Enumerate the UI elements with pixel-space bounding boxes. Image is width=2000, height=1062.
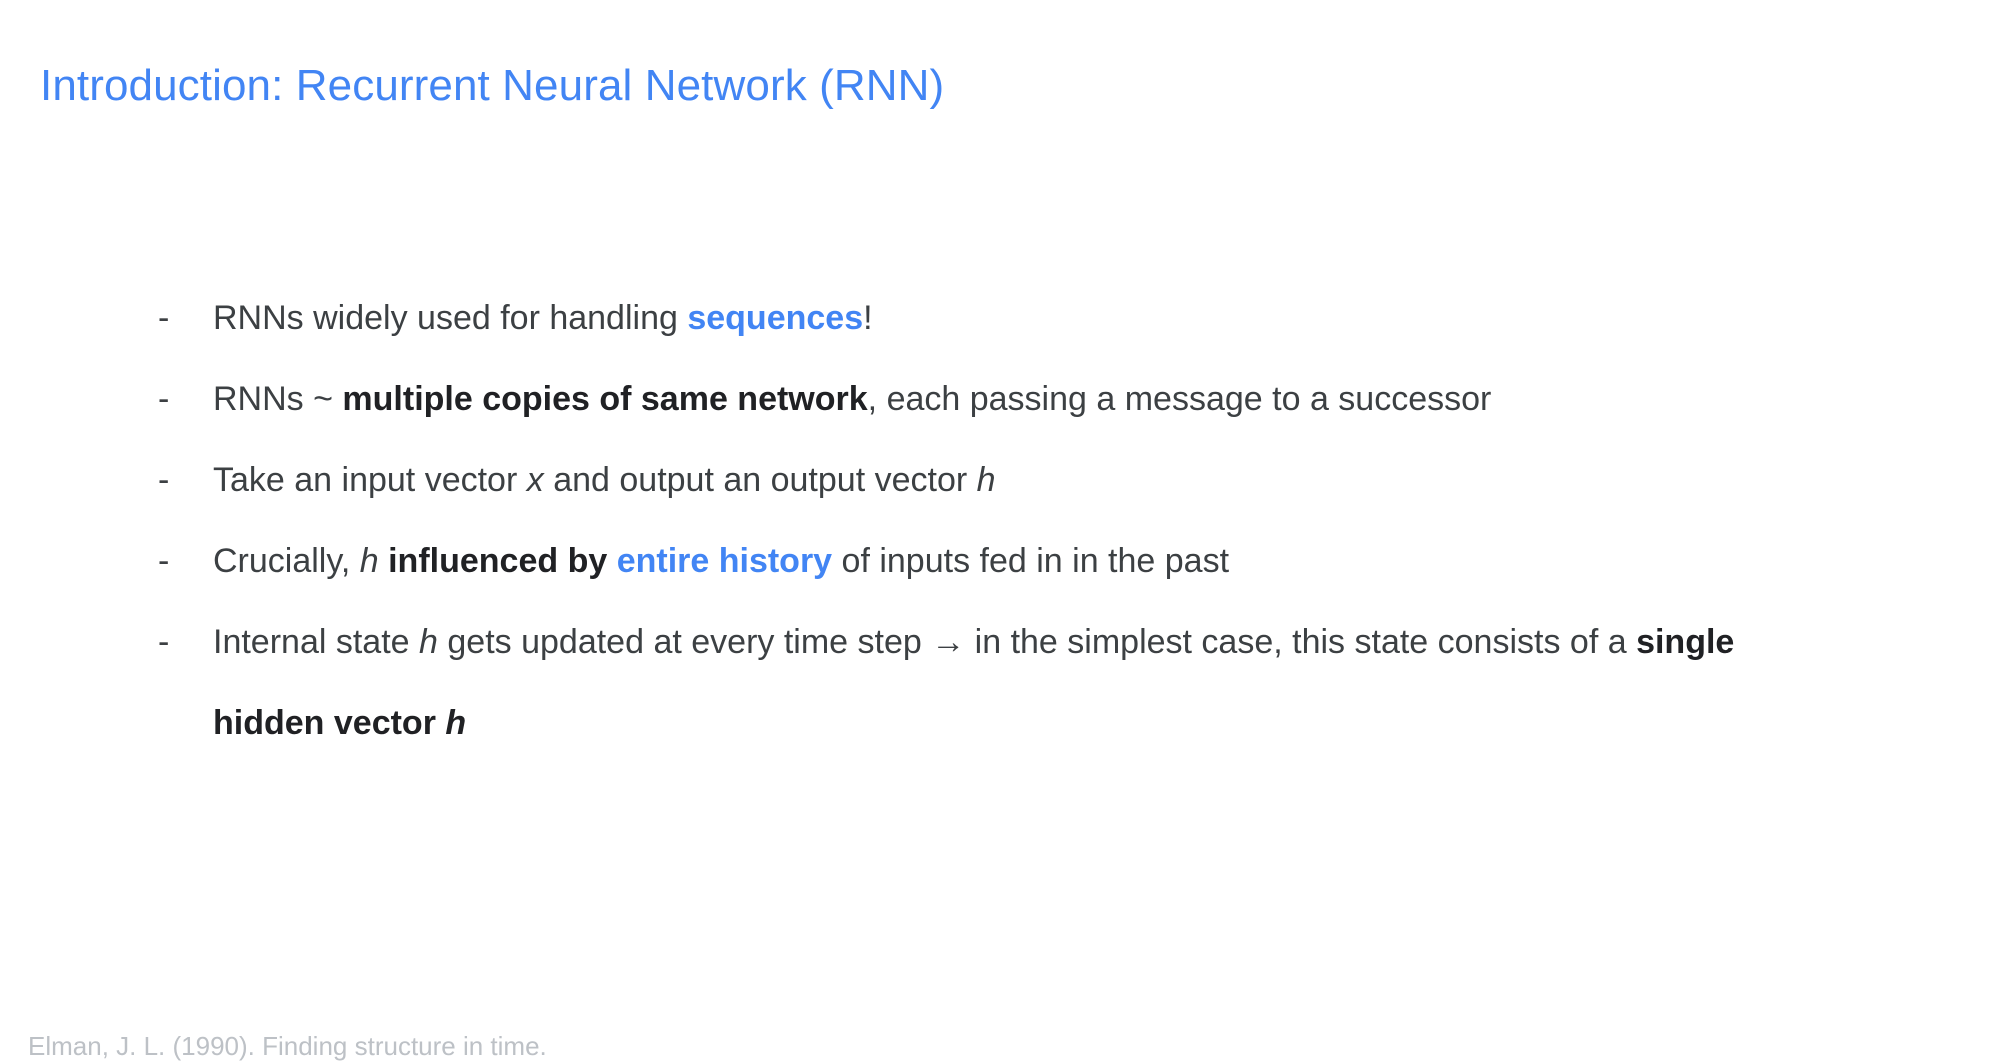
bullet-marker: - <box>158 461 170 499</box>
run-text: gets updated at every time step → in the… <box>437 623 1637 661</box>
bullet-entire-history-text: Crucially, h influenced by entire histor… <box>213 521 1843 602</box>
bullet-sequences-text: RNNs widely used for handling sequences! <box>213 278 1843 359</box>
run-text: RNNs ~ <box>213 380 343 418</box>
run-text: , each passing a message to a successor <box>867 380 1492 418</box>
run-text: and output an output vector <box>543 461 977 499</box>
bullet-multiple-copies-text: RNNs ~ multiple copies of same network, … <box>213 359 1843 440</box>
run-variable-x: x <box>526 461 544 499</box>
run-text: ! <box>863 299 873 337</box>
run-variable-h: h <box>419 623 438 661</box>
bullet-marker: - <box>158 542 170 580</box>
bullet-list: - RNNs widely used for handling sequence… <box>150 278 1870 764</box>
run-text: Crucially, <box>213 542 360 580</box>
list-item: - Internal state h gets updated at every… <box>150 602 1870 764</box>
run-entire-history-highlight: entire history <box>616 542 833 580</box>
bullet-input-output-text: Take an input vector x and output an out… <box>213 440 1843 521</box>
run-text: Internal state <box>213 623 420 661</box>
run-space <box>379 542 388 580</box>
run-multiple-copies-bold: multiple copies of same network <box>342 380 868 418</box>
page-title: Introduction: Recurrent Neural Network (… <box>40 61 945 111</box>
bullet-marker: - <box>158 299 170 337</box>
bullet-hidden-vector-text: Internal state h gets updated at every t… <box>213 602 1843 764</box>
bullet-marker: - <box>158 380 170 418</box>
run-text: of inputs fed in in the past <box>832 542 1230 580</box>
run-text: Take an input vector <box>213 461 527 499</box>
run-variable-h: h <box>359 542 379 580</box>
run-space <box>607 542 616 580</box>
run-text: RNNs widely used for handling <box>213 299 688 337</box>
bullet-marker: - <box>158 623 170 661</box>
run-sequences-highlight: sequences <box>687 299 864 337</box>
run-influenced-by-bold: influenced by <box>388 542 608 580</box>
run-variable-h: h <box>976 461 996 499</box>
run-variable-h-bold: h <box>445 704 467 742</box>
footer-citation: Elman, J. L. (1990). Finding structure i… <box>28 1031 547 1061</box>
list-item: - Crucially, h influenced by entire hist… <box>150 521 1870 602</box>
list-item: - RNNs widely used for handling sequence… <box>150 278 1870 359</box>
list-item: - Take an input vector x and output an o… <box>150 440 1870 521</box>
run-single-hidden-vector-bold: single hidden vector <box>213 623 1735 742</box>
list-item: - RNNs ~ multiple copies of same network… <box>150 359 1870 440</box>
